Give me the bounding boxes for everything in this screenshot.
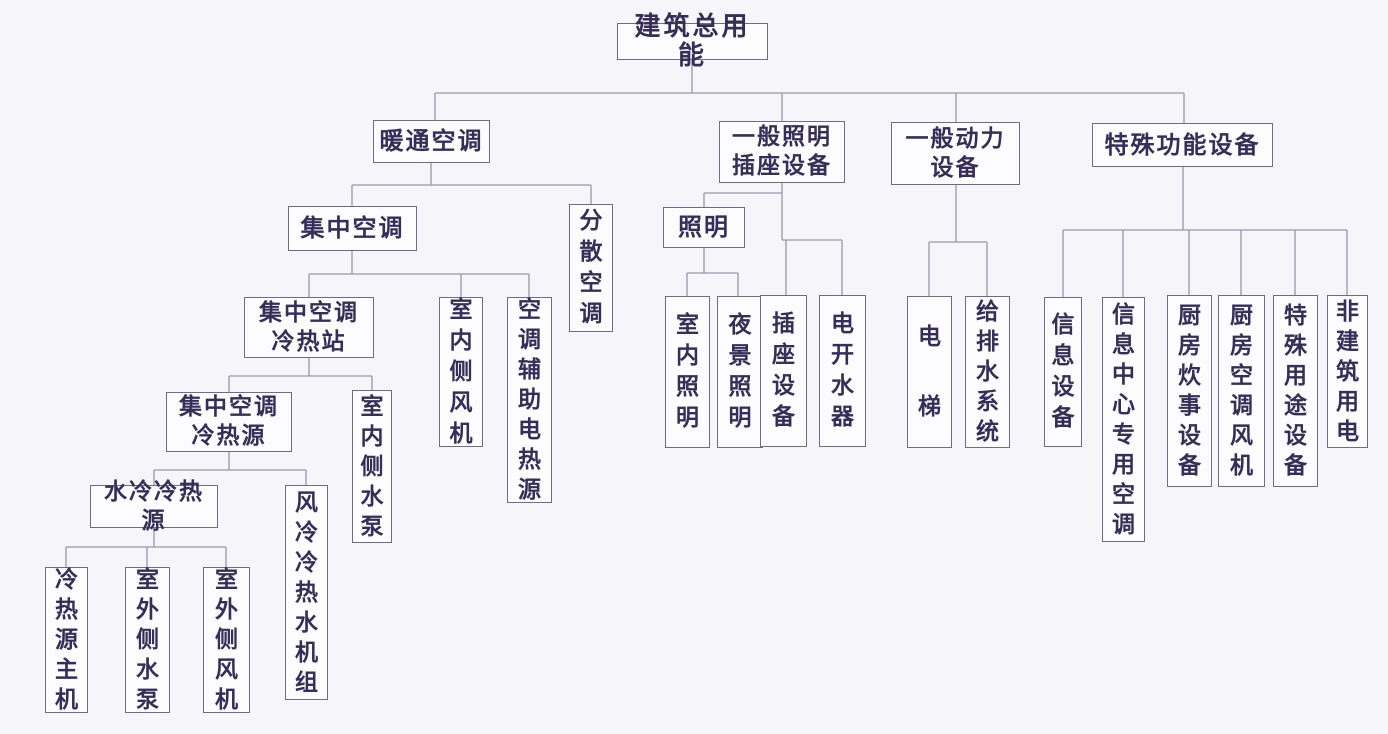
- node-special-function-equipment: 特殊功能设备: [1092, 123, 1273, 167]
- node-lighting: 照明: [663, 207, 745, 248]
- node-info-equipment: 信息设备: [1044, 297, 1082, 447]
- node-indoor-side-pump: 室内侧水泵: [352, 390, 392, 543]
- node-info-center-ac: 信息中心专用空调: [1102, 297, 1145, 542]
- node-indoor-side-fan: 室内侧风机: [439, 297, 483, 447]
- node-building-total-energy: 建筑总用能: [617, 12, 768, 70]
- node-special-purpose: 特殊用途设备: [1273, 295, 1318, 487]
- node-general-power: 一般动力 设备: [891, 122, 1020, 185]
- node-air-cooled-unit: 风冷冷热水机组: [285, 485, 328, 700]
- node-kitchen-ac-fan: 厨房空调风机: [1218, 295, 1265, 487]
- node-non-building-power: 非建筑用电: [1327, 295, 1368, 448]
- node-central-ac-source: 集中空调 冷热源: [166, 392, 292, 452]
- node-elevator: 电梯: [907, 296, 952, 448]
- node-central-ac: 集中空调: [288, 206, 417, 251]
- node-socket-equipment: 插座设备: [760, 295, 807, 447]
- node-kitchen-cooking: 厨房炊事设备: [1167, 295, 1212, 487]
- node-electric-water-heater: 电开水器: [819, 295, 866, 447]
- node-water-cooled-source: 水冷冷热源: [90, 479, 218, 534]
- node-water-supply-drainage: 给排水系统: [965, 296, 1010, 448]
- node-outdoor-side-pump: 室外侧水泵: [125, 567, 170, 713]
- node-central-ac-station: 集中空调 冷热站: [244, 297, 374, 358]
- node-hvac: 暖通空调: [373, 120, 490, 163]
- node-night-lighting: 夜景照明: [717, 296, 763, 448]
- node-indoor-lighting: 室内照明: [665, 296, 710, 448]
- node-general-lighting-socket: 一般照明 插座设备: [719, 121, 845, 183]
- node-distributed-ac: 分散空调: [569, 204, 613, 332]
- node-ac-aux-electric-heat: 空调辅助电热源: [507, 297, 552, 503]
- node-outdoor-side-fan: 室外侧风机: [203, 567, 250, 713]
- node-source-main-unit: 冷热源主机: [45, 567, 88, 713]
